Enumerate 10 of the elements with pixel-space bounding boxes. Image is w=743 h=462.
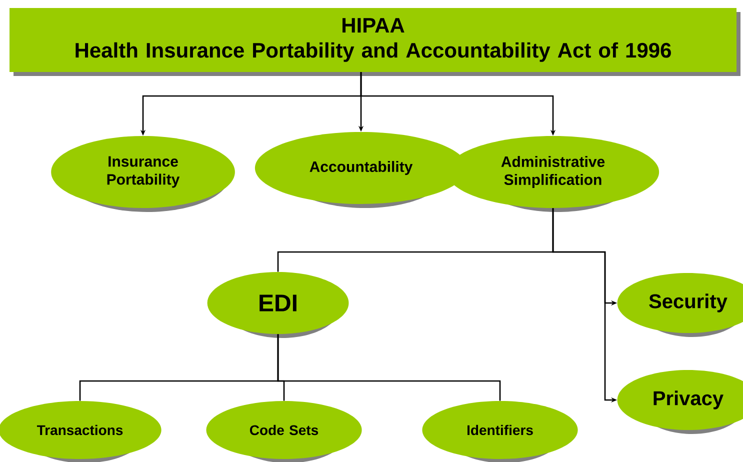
ellipse-node: Accountability (254, 132, 468, 208)
ellipse-node: Insurance Portability (51, 136, 235, 212)
ellipse-node: EDI (207, 272, 349, 338)
ellipse-node: Privacy (617, 370, 743, 434)
ellipse-node: Identifiers (422, 401, 578, 462)
connector (277, 334, 501, 401)
ellipse-node: Code Sets (206, 401, 362, 462)
ellipse-node: Security (617, 273, 743, 337)
ellipse-node: Administrative Simplification (446, 136, 660, 212)
title-banner: HIPAA Health Insurance Portability and Accountability Act of 1996 (10, 8, 740, 76)
